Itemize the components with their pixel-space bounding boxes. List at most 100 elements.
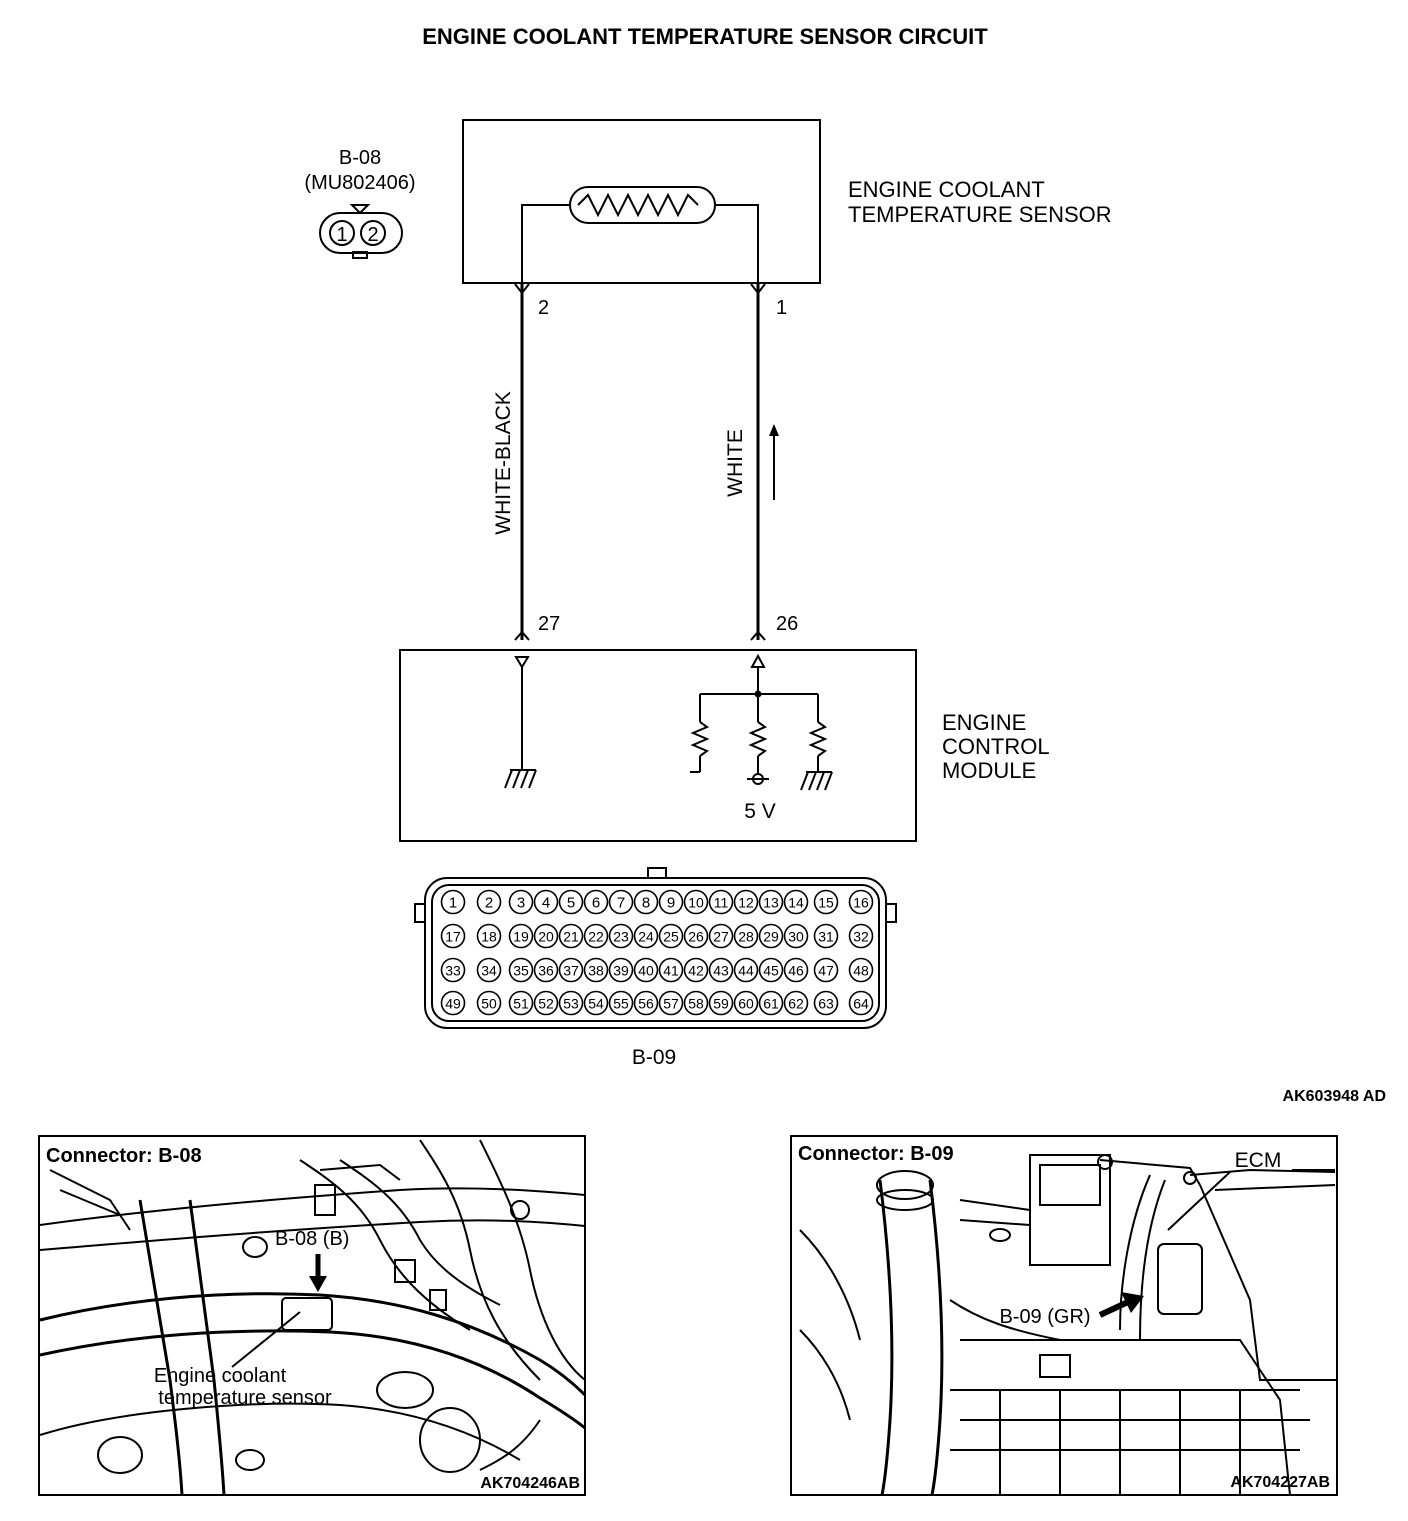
connector-pin-label: 56 — [638, 996, 654, 1012]
connector-pin-label: 37 — [563, 963, 579, 979]
photo-panel-b09: Connector: B-09 ECM B-09 (GR) AK704227AB — [790, 1135, 1338, 1496]
connector-pin-33 — [440, 957, 466, 983]
connector-pin-label: 39 — [613, 963, 629, 979]
connector-pin-58 — [683, 990, 709, 1016]
connector-pin-4 — [533, 889, 559, 915]
connector-pin-label: 51 — [513, 996, 529, 1012]
sensor-connector-pin-1: 1 — [336, 224, 347, 246]
connector-pin-label: 13 — [763, 895, 779, 911]
connector-pin-label: 10 — [688, 895, 704, 911]
connector-pin-label: 33 — [445, 963, 461, 979]
connector-pin-label: 6 — [592, 895, 600, 912]
figure-code: AK603948 AD — [1283, 1088, 1386, 1105]
connector-pin-label: 25 — [663, 929, 679, 945]
connector-pin-47 — [813, 957, 839, 983]
connector-pin-25 — [658, 923, 684, 949]
connector-pin-label: 29 — [763, 929, 779, 945]
connector-pin-57 — [658, 990, 684, 1016]
connector-pin-3 — [508, 889, 534, 915]
connector-pin-39 — [608, 957, 634, 983]
ecm-leader-line-diagonal — [1167, 1171, 1231, 1231]
photo-panel-b08: Connector: B-08 B-08 (B) Engine coolant … — [38, 1135, 586, 1496]
connector-pin-41 — [658, 957, 684, 983]
connector-pin-label: 16 — [853, 895, 869, 911]
connector-pin-15 — [813, 889, 839, 915]
connector-pin-28 — [733, 923, 759, 949]
connector-pin-label: 26 — [688, 929, 704, 945]
connector-pin-49 — [440, 990, 466, 1016]
connector-pin-label: 64 — [853, 996, 869, 1012]
connector-pin-label: 22 — [588, 929, 604, 945]
resistor-3-icon — [808, 721, 828, 757]
connector-pin-label: 5 — [567, 895, 575, 912]
connector-pin-label: 18 — [481, 929, 497, 945]
connector-pin-label: 62 — [788, 996, 804, 1012]
connector-pin-35 — [508, 957, 534, 983]
photo-right-code: AK704227AB — [1230, 1474, 1330, 1491]
ecm-input-triangle-icon — [514, 656, 530, 669]
connector-pin-label: 1 — [449, 895, 457, 912]
connector-pin-8 — [633, 889, 659, 915]
connector-pin-55 — [608, 990, 634, 1016]
connector-pin-label: 43 — [713, 963, 729, 979]
connector-pin-16 — [848, 889, 874, 915]
callout-arrow-icon — [1098, 1292, 1144, 1318]
connector-pin-label: 35 — [513, 963, 529, 979]
connector-pin-24 — [633, 923, 659, 949]
connector-pin-60 — [733, 990, 759, 1016]
ecm-label-line3: MODULE — [942, 758, 1036, 783]
connector-pin-61 — [758, 990, 784, 1016]
connector-pin-label: 20 — [538, 929, 554, 945]
connector-pin-label: 40 — [638, 963, 654, 979]
pin-27-arrow-icon — [514, 630, 530, 641]
ecm-label-line1: ENGINE — [942, 710, 1026, 735]
connector-pin-51 — [508, 990, 534, 1016]
resistor-2-icon — [748, 721, 768, 757]
connector-pin-52 — [533, 990, 559, 1016]
connector-pin-14 — [783, 889, 809, 915]
wire-color-left: WHITE-BLACK — [492, 391, 515, 535]
photo-right-callout-connector: B-09 (GR) — [999, 1306, 1090, 1328]
connector-pin-label: 17 — [445, 929, 461, 945]
connector-pin-63 — [813, 990, 839, 1016]
connector-pin-label: 58 — [688, 996, 704, 1012]
pin-1-arrow-icon — [750, 283, 766, 295]
connector-pin-label: 28 — [738, 929, 754, 945]
connector-pin-38 — [583, 957, 609, 983]
connector-pin-59 — [708, 990, 734, 1016]
connector-pin-label: 7 — [617, 895, 625, 912]
connector-pin-48 — [848, 957, 874, 983]
connector-pin-42 — [683, 957, 709, 983]
sensor-connector-icon — [319, 204, 403, 259]
connector-pin-label: 11 — [714, 895, 729, 911]
connector-pin-label: 27 — [713, 929, 729, 945]
connector-pin-44 — [733, 957, 759, 983]
wire-color-right: WHITE — [724, 429, 747, 497]
pin-arrows — [514, 283, 766, 641]
connector-pin-label: 24 — [638, 929, 654, 945]
connector-pin-37 — [558, 957, 584, 983]
sensor-connector-part: (MU802406) — [304, 172, 415, 194]
connector-pin-label: 14 — [788, 895, 804, 911]
sensor-connector-pin-2: 2 — [367, 224, 378, 246]
connector-pin-11 — [708, 889, 734, 915]
connector-pin-10 — [683, 889, 709, 915]
connector-pin-21 — [558, 923, 584, 949]
5v-supply-icon — [752, 773, 764, 785]
junction-dot — [754, 690, 762, 698]
connector-pin-30 — [783, 923, 809, 949]
connector-pin-17 — [440, 923, 466, 949]
connector-pin-label: 41 — [663, 963, 679, 979]
connector-pin-64 — [848, 990, 874, 1016]
connector-pin-label: 48 — [853, 963, 869, 979]
connector-pin-56 — [633, 990, 659, 1016]
connector-pin-label: 9 — [667, 895, 675, 912]
sensor-label-line2: TEMPERATURE SENSOR — [848, 202, 1112, 227]
connector-pin-62 — [783, 990, 809, 1016]
connector-pin-label: 3 — [517, 895, 525, 912]
connector-pin-53 — [558, 990, 584, 1016]
connector-pin-label: 61 — [763, 996, 779, 1012]
connector-pin-label: 8 — [642, 895, 650, 912]
